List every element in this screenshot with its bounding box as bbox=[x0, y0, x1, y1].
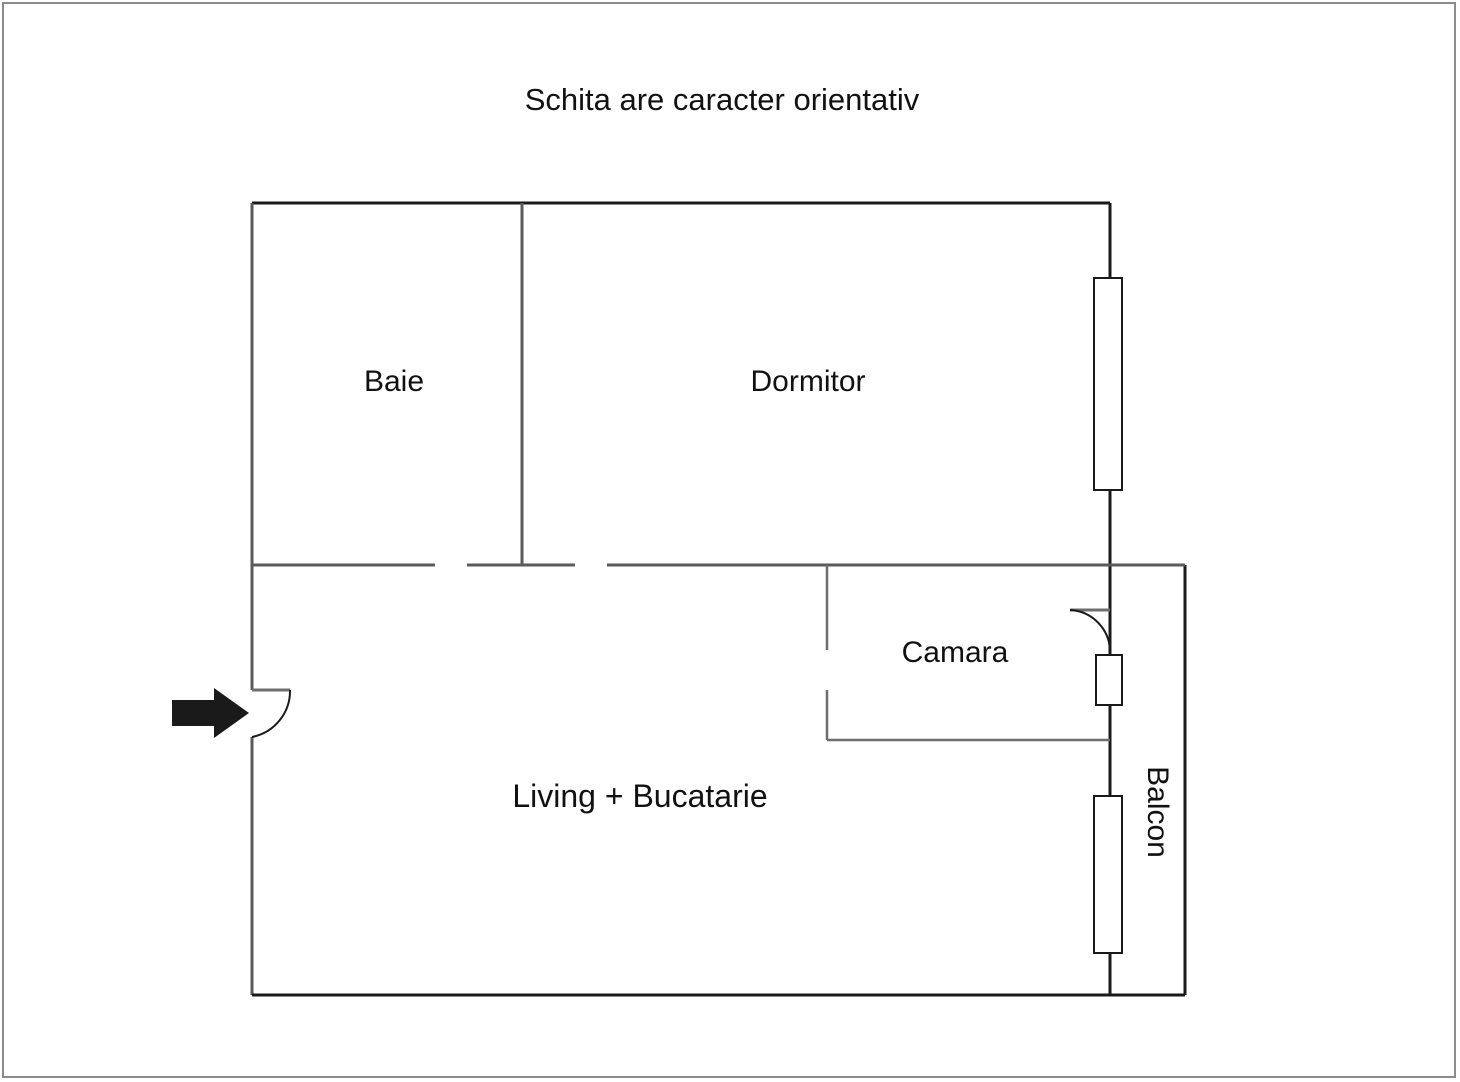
room-label-camara: Camara bbox=[902, 636, 1009, 669]
entry-door-arc bbox=[251, 689, 292, 738]
camara-door-arc bbox=[1069, 609, 1112, 653]
camara-window bbox=[1095, 654, 1123, 706]
room-label-dormitor: Dormitor bbox=[750, 365, 865, 398]
entry-arrow-icon bbox=[172, 688, 249, 738]
room-label-balcon: Balcon bbox=[1141, 766, 1174, 858]
dormitor-window bbox=[1093, 277, 1123, 491]
page-title: Schita are caracter orientativ bbox=[525, 82, 920, 117]
balcon-window bbox=[1093, 795, 1123, 954]
room-label-living-bucatarie: Living + Bucatarie bbox=[512, 778, 767, 814]
room-label-baie: Baie bbox=[364, 365, 424, 398]
